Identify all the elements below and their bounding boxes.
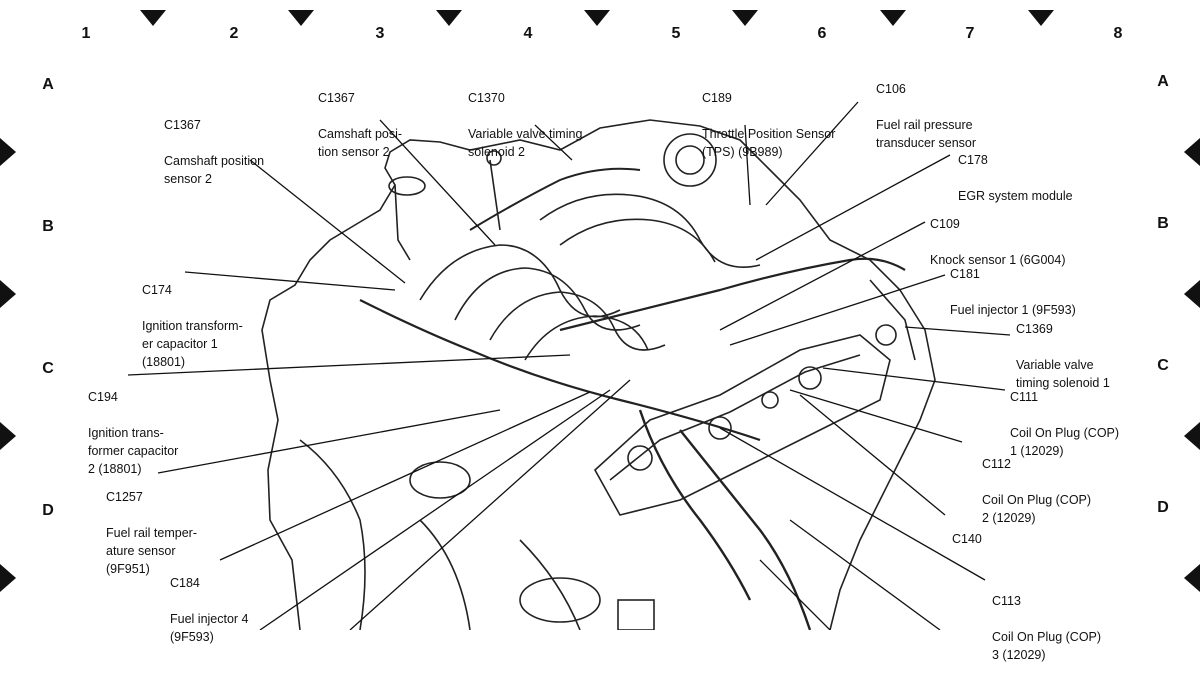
callout-c111: C111 Coil On Plug (COP) 1 (12029) <box>1010 370 1119 478</box>
callout-desc: Fuel injector 1 (9F593) <box>950 303 1076 317</box>
callout-code: C140 <box>952 532 982 546</box>
callout-desc: Ignition transform- er capacitor 1 (1880… <box>142 319 243 369</box>
callout-c1370: C1370 Variable valve timing solenoid 2 <box>468 71 582 179</box>
grid-column-5: 5 <box>671 25 681 42</box>
callout-c106: C106 Fuel rail pressure transducer senso… <box>876 62 976 170</box>
callout-c112: C112 Coil On Plug (COP) 2 (12029) <box>982 437 1091 545</box>
callout-c181: C181 Fuel injector 1 (9F593) <box>950 247 1076 337</box>
callout-code: C111 <box>1010 390 1039 404</box>
callout-desc: Variable valve timing solenoid 1 <box>1016 358 1110 390</box>
engine-outline <box>261 119 936 630</box>
callout-code: C1369 <box>1016 322 1053 336</box>
callout-desc: Ignition trans- former capacitor 2 (1880… <box>88 426 179 476</box>
callout-desc: Throttle Position Sensor (TPS) (9B989) <box>702 127 836 159</box>
callout-code: C109 <box>930 217 960 231</box>
callout-desc: Fuel rail pressure transducer sensor <box>876 118 977 150</box>
grid-row-c-left: C <box>42 360 54 377</box>
callout-c109: C109 Knock sensor 1 (6G004) <box>930 197 1066 287</box>
callout-desc: Coil On Plug (COP) 3 (12029) <box>992 630 1102 662</box>
callout-c1369: C1369 Variable valve timing solenoid 1 <box>1016 302 1110 410</box>
callout-code: C178 <box>958 153 988 167</box>
callout-c189: C189 Throttle Position Sensor (TPS) (9B9… <box>702 71 835 179</box>
callout-c140: C140 <box>952 512 982 566</box>
callout-desc: Fuel rail temper- ature sensor (9F951) <box>106 526 197 576</box>
callout-desc: EGR system module <box>958 189 1073 203</box>
border-markers <box>0 10 1200 592</box>
callout-code: C1257 <box>106 490 143 504</box>
callout-c184: C184 Fuel injector 4 (9F593) <box>170 556 249 664</box>
grid-row-d-left: D <box>42 502 54 519</box>
grid-row-d-right: D <box>1157 499 1169 516</box>
callout-code: C194 <box>88 390 118 404</box>
callout-desc: Camshaft posi- tion sensor 2 <box>318 127 403 159</box>
callout-c1257: C1257 Fuel rail temper- ature sensor (9F… <box>106 470 197 596</box>
engine-illustration <box>0 10 1200 630</box>
grid-column-4: 4 <box>523 25 533 42</box>
callout-c1367-top: C1367 Camshaft posi- tion sensor 2 <box>318 71 402 179</box>
grid-column-7: 7 <box>965 25 975 42</box>
callout-code: C184 <box>170 576 200 590</box>
grid-column-8: 8 <box>1113 25 1123 42</box>
callout-code: C1367 <box>164 118 201 132</box>
grid-row-a-right: A <box>1157 73 1169 90</box>
grid-row-b-right: B <box>1157 215 1169 232</box>
callout-code: C112 <box>982 457 1011 471</box>
callout-code: C181 <box>950 267 980 281</box>
callout-c1367-left: C1367 Camshaft position sensor 2 <box>164 98 264 206</box>
grid-column-1: 1 <box>81 25 91 42</box>
grid-column-2: 2 <box>229 25 239 42</box>
callout-code: C1367 <box>318 91 355 105</box>
callout-code: C1370 <box>468 91 505 105</box>
callout-desc: Coil On Plug (COP) 2 (12029) <box>982 493 1092 525</box>
grid-column-3: 3 <box>375 25 385 42</box>
callout-desc: Knock sensor 1 (6G004) <box>930 253 1066 267</box>
callout-c178: C178 EGR system module <box>958 133 1073 223</box>
grid-column-6: 6 <box>817 25 827 42</box>
callout-code: C189 <box>702 91 732 105</box>
grid-row-c-right: C <box>1157 357 1169 374</box>
callout-desc: Fuel injector 4 (9F593) <box>170 612 249 644</box>
callout-c113: C113 Coil On Plug (COP) 3 (12029) <box>992 574 1101 682</box>
callout-desc: Camshaft position sensor 2 <box>164 154 265 186</box>
callout-c194: C194 Ignition trans- former capacitor 2 … <box>88 370 178 496</box>
leader-lines <box>127 101 1011 630</box>
callout-desc: Coil On Plug (COP) 1 (12029) <box>1010 426 1120 458</box>
callout-code: C106 <box>876 82 906 96</box>
grid-row-a-left: A <box>42 76 54 93</box>
engine-connector-diagram: 1 2 3 4 5 6 7 8 A B C D A B C D C1367 Ca… <box>0 10 1200 662</box>
callout-code: C113 <box>992 594 1021 608</box>
callout-c174: C174 Ignition transform- er capacitor 1 … <box>142 263 243 389</box>
callout-code: C174 <box>142 283 172 297</box>
grid-row-b-left: B <box>42 218 54 235</box>
callout-desc: Variable valve timing solenoid 2 <box>468 127 583 159</box>
